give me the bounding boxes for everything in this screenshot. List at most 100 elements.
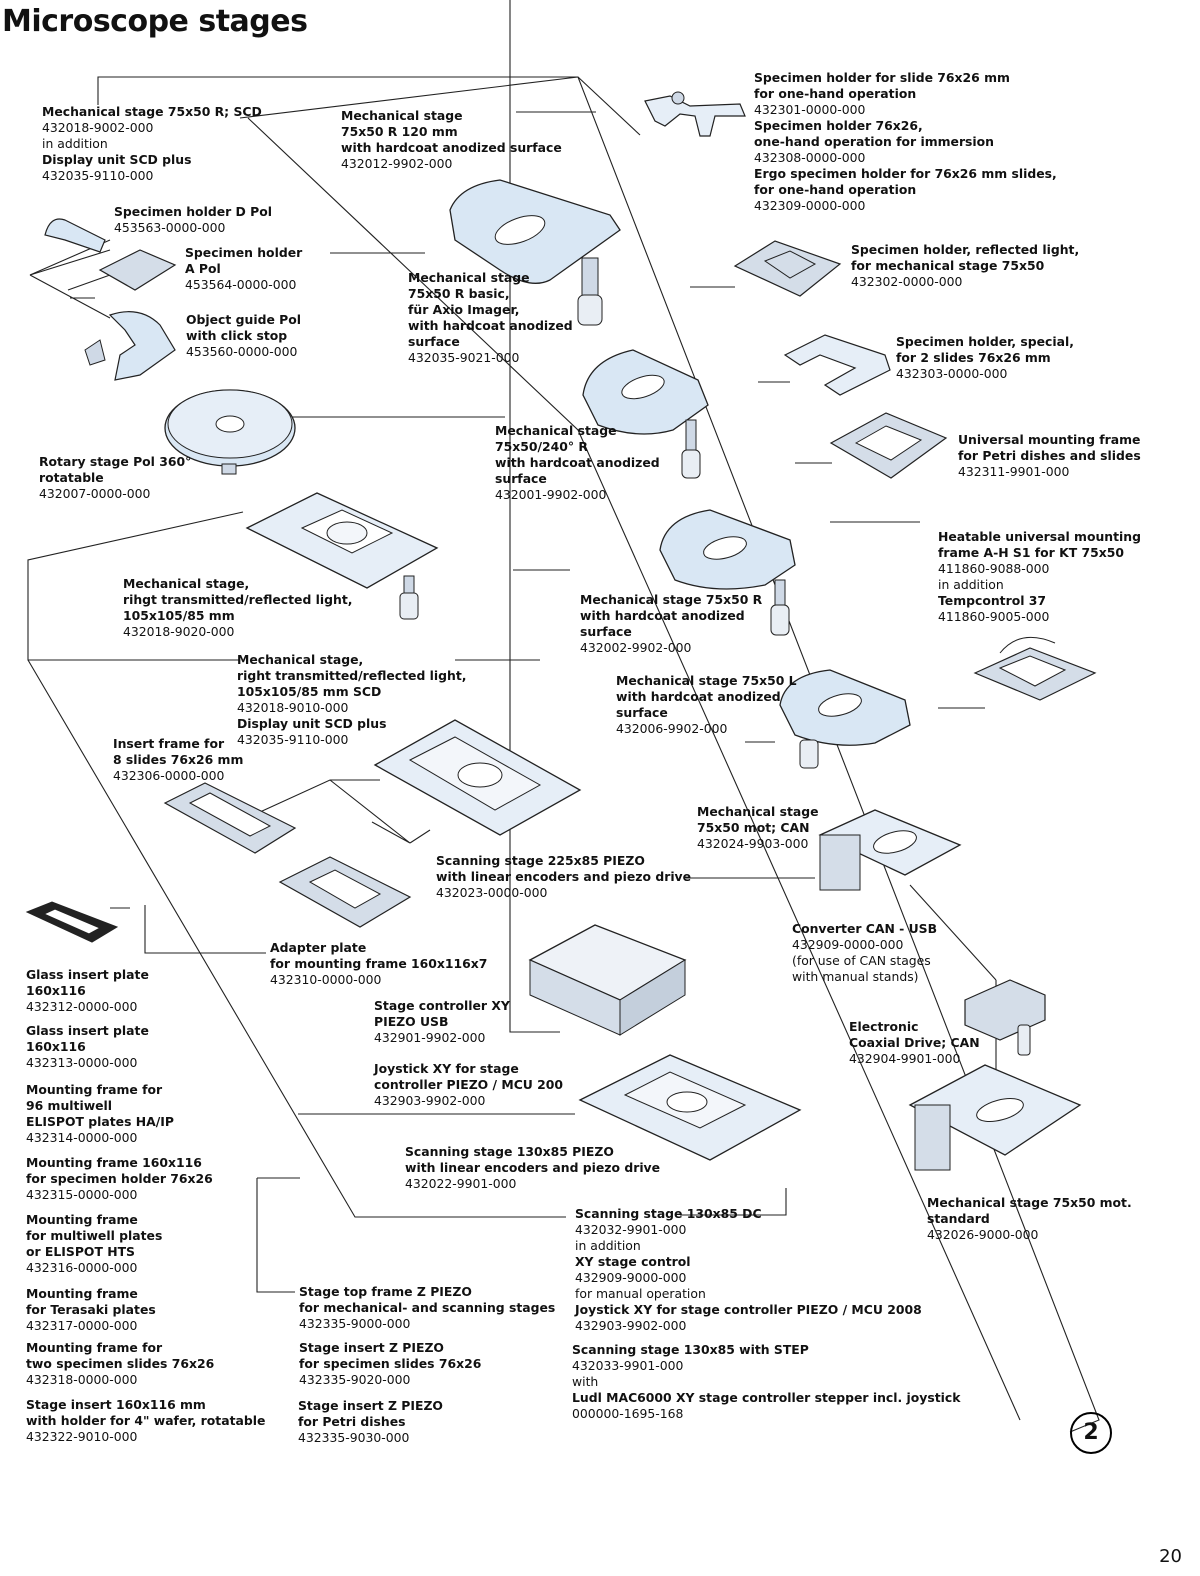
label-line: 105x105/85 mm: [123, 608, 235, 623]
label-line: Joystick XY for stage controller PIEZO /…: [575, 1302, 922, 1317]
label-line: Ergo specimen holder for 76x26 mm slides…: [754, 166, 1057, 181]
universal-mounting-frame-illustration: [829, 412, 948, 479]
label-line: surface: [408, 334, 460, 349]
label-line: A Pol: [185, 261, 221, 276]
label-line: Tempcontrol 37: [938, 593, 1047, 608]
label-line: 432023-0000-000: [436, 885, 548, 900]
electronic-coaxial-drive-illustration: [964, 979, 1046, 1056]
label-line: Specimen holder: [185, 245, 303, 260]
label-line: 432311-9901-000: [958, 464, 1070, 479]
label-line: 432035-9110-000: [237, 732, 349, 747]
label-line: 75x50 mot; CAN: [697, 820, 810, 835]
label-line: 432318-0000-000: [26, 1372, 138, 1387]
label-line: Glass insert plate: [26, 1023, 149, 1038]
label-line: Mechanical stage: [341, 108, 463, 123]
label-line: Glass insert plate: [26, 967, 149, 982]
label-line: Mounting frame: [26, 1212, 138, 1227]
specimen-holder-slide-illustration: [644, 91, 746, 137]
label-line: Stage insert 160x116 mm: [26, 1397, 206, 1412]
label-line: PIEZO USB: [374, 1014, 449, 1029]
label-mech-stage-105-rihgt: Mechanical stage,rihgt transmitted/refle…: [123, 576, 352, 640]
label-line: with hardcoat anodized: [580, 608, 745, 623]
label-line: 411860-9005-000: [938, 609, 1050, 624]
label-line: 432035-9021-000: [408, 350, 520, 365]
label-line: standard: [927, 1211, 990, 1226]
label-line: Mounting frame for: [26, 1340, 163, 1355]
label-line: with hardcoat anodized: [495, 455, 660, 470]
label-line: Mechanical stage 75x50 R: [580, 592, 763, 607]
heatable-frame-illustration: [973, 636, 1097, 701]
label-line: 432006-9902-000: [616, 721, 728, 736]
label-line: Electronic: [849, 1019, 919, 1034]
label-line: 432032-9901-000: [575, 1222, 687, 1237]
label-line: 432335-9000-000: [299, 1316, 411, 1331]
label-line: 432903-9902-000: [575, 1318, 687, 1333]
label-line: for manual operation: [575, 1286, 706, 1301]
specimen-holder-reflected-illustration: [733, 240, 842, 297]
label-line: for mechanical- and scanning stages: [299, 1300, 556, 1315]
label-line: 453560-0000-000: [186, 344, 298, 359]
label-line: 432315-0000-000: [26, 1187, 138, 1202]
label-line: for Petri dishes and slides: [958, 448, 1141, 463]
label-line: 432317-0000-000: [26, 1318, 138, 1333]
label-line: Specimen holder for slide 76x26 mm: [754, 70, 1010, 85]
label-line: Scanning stage 130x85 with STEP: [572, 1342, 809, 1357]
label-line: Universal mounting frame: [958, 432, 1141, 447]
label-line: one-hand operation for immersion: [754, 134, 995, 149]
label-line: Mechanical stage: [408, 270, 530, 285]
label-line: 432901-9902-000: [374, 1030, 486, 1045]
label-line: Mechanical stage: [697, 804, 819, 819]
label-line: Stage controller XY: [374, 998, 510, 1013]
label-line: for one-hand operation: [754, 86, 917, 101]
label-line: for multiwell plates: [26, 1228, 163, 1243]
label-line: with click stop: [186, 328, 288, 343]
label-line: controller PIEZO / MCU 200: [374, 1077, 564, 1092]
label-line: for Terasaki plates: [26, 1302, 156, 1317]
label-line: rihgt transmitted/reflected light,: [123, 592, 353, 607]
label-line: 432909-9000-000: [575, 1270, 687, 1285]
label-line: 432313-0000-000: [26, 1055, 138, 1070]
label-specimen-holder-reflected: Specimen holder, reflected light,for mec…: [851, 242, 1079, 290]
label-line: Scanning stage 130x85 PIEZO: [405, 1144, 614, 1159]
mechanical-stage-mot-can-illustration: [818, 809, 962, 891]
label-line: with holder for 4" wafer, rotatable: [26, 1413, 266, 1428]
label-line: 105x105/85 mm SCD: [237, 684, 382, 699]
label-line: Stage top frame Z PIEZO: [299, 1284, 472, 1299]
label-line: 432024-9903-000: [697, 836, 809, 851]
label-line: 432904-9901-000: [849, 1051, 961, 1066]
label-line: Specimen holder D Pol: [114, 204, 272, 219]
label-line: with linear encoders and piezo drive: [405, 1160, 661, 1175]
label-line: 432909-0000-000: [792, 937, 904, 952]
label-line: Joystick XY for stage: [374, 1061, 519, 1076]
label-line: 432012-9902-000: [341, 156, 453, 171]
label-line: 96 multiwell: [26, 1098, 113, 1113]
label-line: 432002-9902-000: [580, 640, 692, 655]
label-line: or ELISPOT HTS: [26, 1244, 135, 1259]
label-line: Specimen holder, reflected light,: [851, 242, 1080, 257]
page-title: Microscope stages: [2, 4, 308, 39]
adapter-plate-illustration: [278, 856, 412, 928]
label-line: 432018-9010-000: [237, 700, 349, 715]
label-line: for specimen holder 76x26: [26, 1171, 213, 1186]
label-specimen-holder-special: Specimen holder, special,for 2 slides 76…: [896, 334, 1074, 382]
label-line: rotatable: [39, 470, 104, 485]
